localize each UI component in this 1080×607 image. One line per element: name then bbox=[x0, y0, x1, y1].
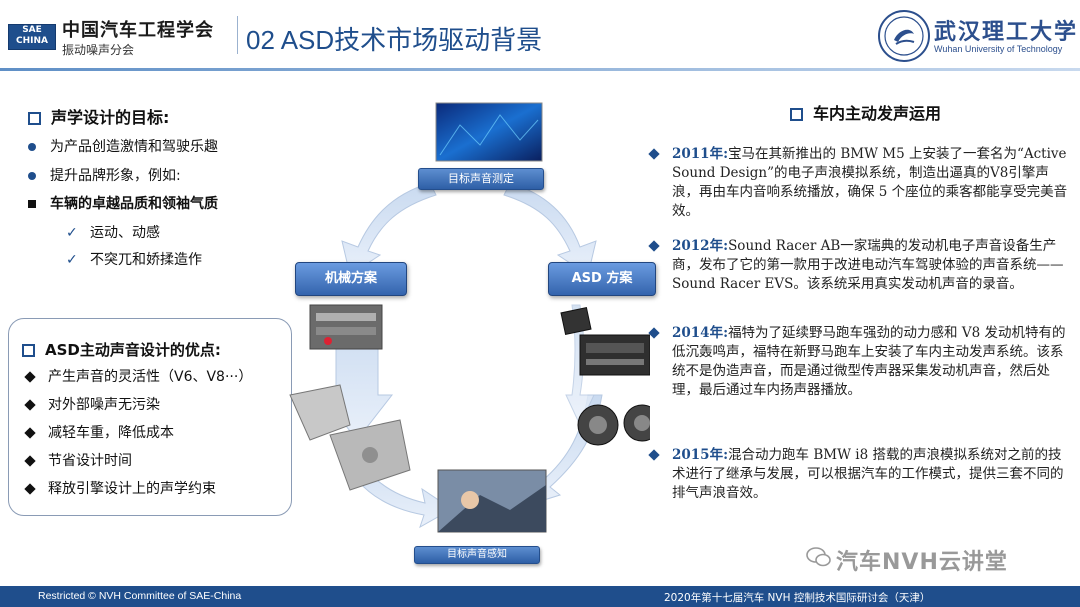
diamond-bullet-icon bbox=[648, 449, 660, 461]
speakers-photo bbox=[577, 404, 650, 446]
diamond-bullet-icon bbox=[648, 240, 660, 252]
diamond-bullet-icon bbox=[24, 399, 36, 411]
org-subtitle: 振动噪声分会 bbox=[62, 43, 135, 57]
advantages-box bbox=[8, 318, 292, 516]
square-bullet-icon bbox=[22, 344, 35, 357]
diamond-bullet-icon bbox=[24, 483, 36, 495]
university-name: 武汉理工大学 bbox=[934, 19, 1079, 45]
timeline-entry: 2011年:宝马在其新推出的 BMW M5 上安装了一套名为“Active So… bbox=[648, 145, 1072, 221]
brand-item: 车辆的卓越品质和领袖气质 bbox=[28, 193, 218, 213]
square-bullet-icon bbox=[790, 108, 803, 121]
timeline-year: 2015年: bbox=[672, 447, 729, 463]
goal-item: 为产品创造激情和驾驶乐趣 bbox=[28, 136, 218, 156]
advantage-item: 释放引擎设计上的声学约束 bbox=[24, 478, 216, 498]
diamond-bullet-icon bbox=[24, 371, 36, 383]
target-sound-measure-label: 目标声音测定 bbox=[418, 168, 544, 190]
timeline-year: 2014年: bbox=[672, 325, 729, 341]
driver-photo bbox=[437, 469, 547, 533]
dot-bullet-icon bbox=[28, 143, 36, 151]
header-rule bbox=[0, 68, 1080, 71]
right-heading: 车内主动发声运用 bbox=[790, 100, 941, 124]
check-icon: ✓ bbox=[66, 225, 78, 241]
diamond-bullet-icon bbox=[648, 327, 660, 339]
check-icon: ✓ bbox=[66, 252, 78, 268]
square-bullet-icon bbox=[28, 112, 41, 125]
watermark-text: 汽车NVH云讲堂 bbox=[836, 550, 1008, 575]
diamond-bullet-icon bbox=[24, 455, 36, 467]
slide-title: 02 ASD技术市场驱动背景 bbox=[246, 25, 543, 55]
advantage-item: 减轻车重，降低成本 bbox=[24, 422, 174, 442]
advantage-item: 产生声音的灵活性（V6、V8···） bbox=[24, 366, 252, 386]
goal-heading: 声学设计的目标: bbox=[28, 104, 169, 128]
timeline-year: 2012年: bbox=[672, 238, 729, 254]
timeline-entry: 2014年:福特为了延续野马跑车强劲的动力感和 V8 发动机特有的低沉轰鸣声，福… bbox=[648, 324, 1072, 400]
timeline-text: 福特为了延续野马跑车强劲的动力感和 V8 发动机特有的低沉轰鸣声，福特在新野马跑… bbox=[672, 325, 1066, 398]
university-seal-icon bbox=[878, 10, 930, 62]
timeline-text: 混合动力跑车 BMW i8 搭载的声浪模拟系统对之前的技术进行了继承与发展，可以… bbox=[672, 447, 1064, 501]
timeline-year: 2011年: bbox=[672, 146, 729, 162]
diamond-bullet-icon bbox=[24, 427, 36, 439]
check-item: ✓不突兀和娇揉造作 bbox=[66, 252, 202, 268]
advantages-heading: ASD主动声音设计的优点: bbox=[22, 339, 221, 360]
footer-conference: 2020年第十七届汽车 NVH 控制技术国际研讨会（天津） bbox=[664, 592, 931, 604]
goal-item: 提升品牌形象，例如: bbox=[28, 165, 181, 185]
title-separator bbox=[237, 16, 238, 54]
sound-design-cycle-diagram bbox=[289, 102, 650, 533]
asd-plan-box: ASD 方案 bbox=[548, 262, 656, 296]
diamond-bullet-icon bbox=[648, 148, 660, 160]
mechanical-plan-box: 机械方案 bbox=[295, 262, 407, 296]
timeline-text: 宝马在其新推出的 BMW M5 上安装了一套名为“Active Sound De… bbox=[672, 146, 1068, 219]
dot-bullet-icon bbox=[28, 172, 36, 180]
advantage-item: 节省设计时间 bbox=[24, 450, 132, 470]
timeline-entry: 2015年:混合动力跑车 BMW i8 搭载的声浪模拟系统对之前的技术进行了继承… bbox=[648, 446, 1072, 503]
check-item: ✓运动、动感 bbox=[66, 225, 160, 241]
timeline-entry: 2012年:Sound Racer AB一家瑞典的发动机电子声音设备生产商，发布… bbox=[648, 237, 1072, 294]
square-bullet-icon bbox=[28, 200, 36, 208]
manifold-photo bbox=[289, 384, 411, 491]
wechat-icon bbox=[806, 547, 831, 567]
footer-bar bbox=[0, 586, 1080, 607]
timeline-text: Sound Racer AB一家瑞典的发动机电子声音设备生产商，发布了它的第一款… bbox=[672, 238, 1064, 292]
org-name: 中国汽车工程学会 bbox=[62, 20, 214, 41]
engine-photo bbox=[309, 304, 383, 350]
university-name-en: Wuhan University of Technology bbox=[934, 44, 1063, 54]
asd-unit-photo bbox=[560, 306, 650, 376]
advantage-item: 对外部噪声无污染 bbox=[24, 394, 160, 414]
target-sound-perceive-label: 目标声音感知 bbox=[414, 546, 540, 564]
footer-copyright: Restricted © NVH Committee of SAE-China bbox=[38, 590, 242, 602]
